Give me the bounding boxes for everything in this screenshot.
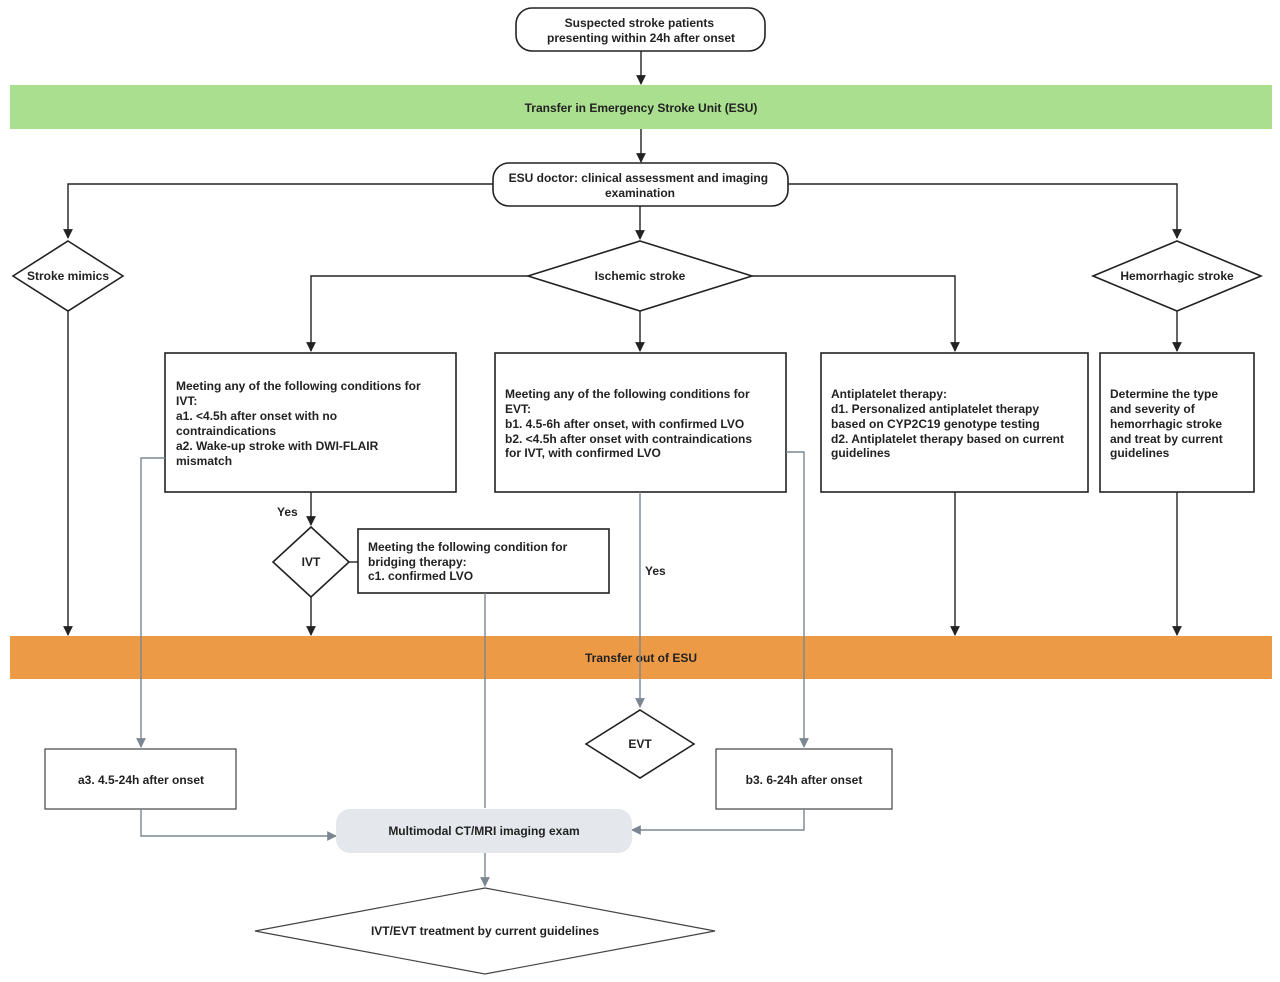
arrow-a3-to-multimodal xyxy=(140,809,337,841)
evt-conditions-box xyxy=(494,352,787,493)
ivt-conditions-text: Meeting any of the following conditions … xyxy=(176,379,424,468)
hemorrhagic-treatment-text: Determine the type and severity of hemor… xyxy=(1110,387,1226,460)
ivt-diamond-label: IVT xyxy=(302,555,321,569)
start-node-text: Suspected stroke patients presenting wit… xyxy=(547,16,735,45)
a3-box xyxy=(44,748,237,810)
bridging-therapy-text: Meeting the following condition for brid… xyxy=(368,540,571,583)
arrow-ivt-to-a3 xyxy=(136,457,165,748)
b3-box-text: b3. 6-24h after onset xyxy=(746,773,863,787)
arrow-ischemic-to-ivt xyxy=(306,275,528,352)
hemorrhagic-stroke-label: Hemorrhagic stroke xyxy=(1120,269,1234,283)
antiplatelet-box xyxy=(820,352,1089,493)
transfer-out-band xyxy=(10,636,1272,679)
final-treatment-diamond xyxy=(254,887,716,975)
evt-diamond-label: EVT xyxy=(628,737,652,751)
esu-band xyxy=(10,85,1272,129)
multimodal-imaging-node xyxy=(336,809,632,853)
yes-label-evt: Yes xyxy=(645,564,666,578)
a3-box-text: a3. 4.5-24h after onset xyxy=(78,773,204,787)
antiplatelet-text: Antiplatelet therapy: d1. Personalized a… xyxy=(831,387,1067,460)
evt-diamond xyxy=(584,709,696,779)
arrow-b3-to-multimodal xyxy=(631,809,805,835)
arrow-ischemic-to-antiplatelet xyxy=(752,275,960,352)
arrow-to-hemorrhagic xyxy=(788,183,1182,239)
yes-label-ivt: Yes xyxy=(277,505,298,519)
ivt-conditions-box xyxy=(164,352,457,493)
evt-conditions-text: Meeting any of the following conditions … xyxy=(505,387,755,460)
arrow-to-mimics xyxy=(63,183,493,239)
assessment-node-text: ESU doctor: clinical assessment and imag… xyxy=(509,171,772,200)
bridging-therapy-box xyxy=(357,528,610,594)
esu-band-label: Transfer in Emergency Stroke Unit (ESU) xyxy=(525,101,758,115)
ischemic-stroke-label: Ischemic stroke xyxy=(595,269,686,283)
final-treatment-label: IVT/EVT treatment by current guidelines xyxy=(371,924,599,938)
transfer-out-band-label: Transfer out of ESU xyxy=(585,651,697,665)
arrow-evt-to-b3 xyxy=(786,451,809,748)
hemorrhagic-treatment-box xyxy=(1099,352,1255,493)
multimodal-imaging-label: Multimodal CT/MRI imaging exam xyxy=(388,824,579,838)
stroke-mimics-label: Stroke mimics xyxy=(27,269,109,283)
